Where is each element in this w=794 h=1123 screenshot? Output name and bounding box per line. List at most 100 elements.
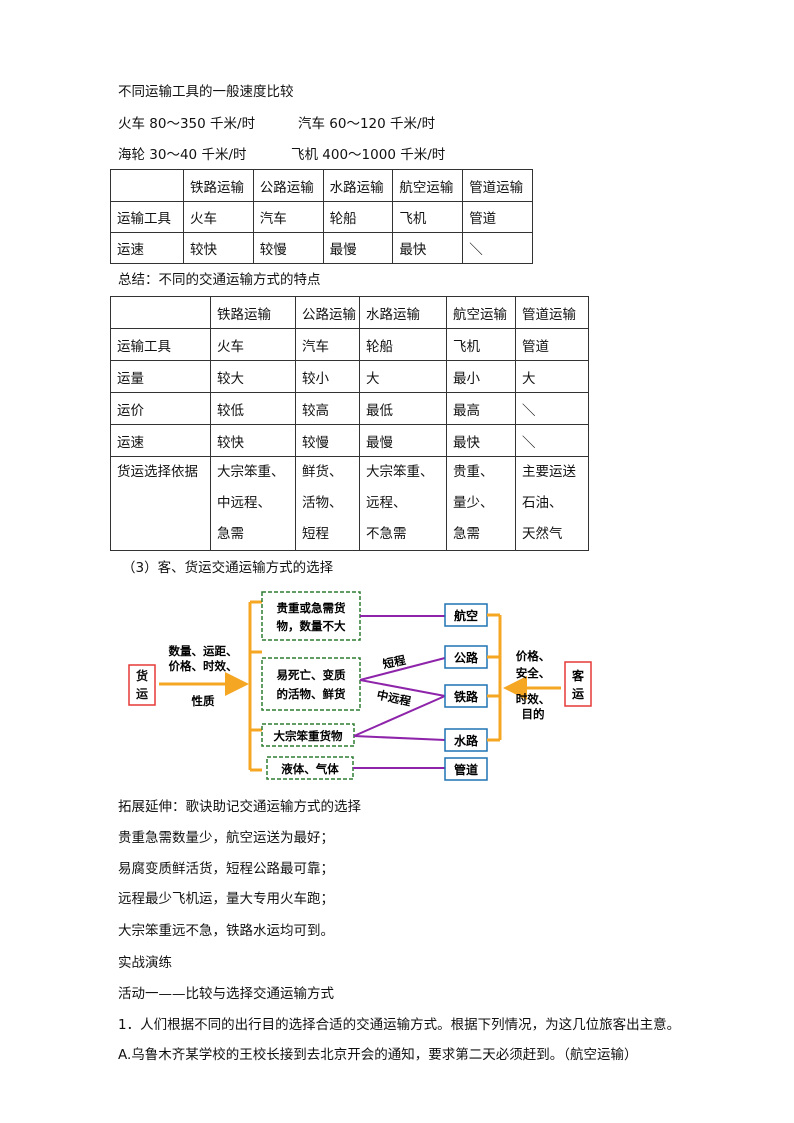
mid-distance-label: 中远程 bbox=[376, 688, 413, 709]
table-cell: 管道 bbox=[462, 201, 533, 233]
table-header-cell: 管道运输 bbox=[515, 296, 589, 329]
table-header-cell: 管道运输 bbox=[462, 169, 533, 202]
activity-title: 活动一——比较与选择交通运输方式 bbox=[118, 986, 334, 1002]
link-rail-perishable bbox=[359, 679, 446, 697]
speed-ship: 海轮 30～40 千米/时 bbox=[118, 147, 247, 163]
table-cell: 汽车 bbox=[295, 328, 360, 361]
table-cell: 大宗笨重、 远程、 不急需 bbox=[359, 456, 447, 551]
table-cell: 运输工具 bbox=[110, 328, 211, 361]
table-cell: 运输工具 bbox=[110, 201, 184, 233]
table-cell: 轮船 bbox=[359, 328, 447, 361]
table-row: 货运选择依据 大宗笨重、 中远程、 急需 鲜货、 活物、 短程 大宗笨重、 远程… bbox=[110, 456, 589, 551]
table-cell: 运速 bbox=[110, 424, 211, 457]
table-cell: 最快 bbox=[392, 232, 464, 264]
rhyme-line: 远程最少飞机运，量大专用火车跑； bbox=[118, 891, 334, 907]
table-cell: ＼ bbox=[515, 392, 589, 425]
table-cell: 飞机 bbox=[392, 201, 464, 233]
cargo-liquid-label: 液体、气体 bbox=[281, 762, 339, 776]
table-cell: 鲜货、 活物、 短程 bbox=[295, 456, 360, 551]
mode-road-label: 公路 bbox=[454, 650, 479, 665]
link-water bbox=[353, 735, 446, 741]
section3-title: （3）客、货运交通运输方式的选择 bbox=[122, 560, 334, 576]
table-row: 运输工具 火车 汽车 轮船 飞机 管道 bbox=[110, 201, 533, 233]
table-cell: 较慢 bbox=[295, 424, 360, 457]
table-header-cell: 铁路运输 bbox=[210, 296, 296, 329]
table-cell: 较快 bbox=[183, 232, 254, 264]
summary-title: 总结：不同的交通运输方式的特点 bbox=[118, 272, 321, 288]
passenger-criteria-4: 目的 bbox=[522, 707, 545, 721]
table-cell: ＼ bbox=[462, 232, 533, 264]
rhyme-line: 易腐变质鲜活货，短程公路最可靠； bbox=[118, 861, 334, 877]
table-cell: 货运选择依据 bbox=[110, 456, 211, 551]
table-header-cell: 铁路运输 bbox=[183, 169, 254, 202]
cargo-perishable-label: 易死亡、变质 bbox=[277, 668, 346, 682]
table-header-cell: 公路运输 bbox=[295, 296, 360, 329]
mode-pipeline-label: 管道 bbox=[454, 762, 478, 777]
freight-criteria-1: 数量、运距、 bbox=[169, 644, 238, 658]
cargo-valuable-label: 贵重或急需货 bbox=[277, 601, 346, 615]
table-cell: 运速 bbox=[110, 232, 184, 264]
table-header-cell: 水路运输 bbox=[322, 169, 394, 202]
speed-car: 汽车 60～120 千米/时 bbox=[298, 116, 436, 132]
mode-air-label: 航空 bbox=[454, 608, 478, 623]
table-cell: 贵重、 量少、 急需 bbox=[446, 456, 516, 551]
table-row: 运输工具 火车 汽车 轮船 飞机 管道 bbox=[110, 328, 589, 361]
rhyme-line: 贵重急需数量少，航空运送为最好； bbox=[118, 830, 334, 846]
cargo-bulk-label: 大宗笨重货物 bbox=[274, 729, 343, 743]
table-cell: 管道 bbox=[515, 328, 589, 361]
table-cell: 最低 bbox=[359, 392, 447, 425]
table-cell: 较高 bbox=[295, 392, 360, 425]
table-cell: ＼ bbox=[515, 424, 589, 457]
mode-rail-label: 铁路 bbox=[454, 689, 479, 704]
passenger-box-label: 客 bbox=[571, 668, 585, 683]
passenger-box-label-2: 运 bbox=[572, 687, 584, 701]
table-cell: 较快 bbox=[210, 424, 296, 457]
speed-plane: 飞机 400～1000 千米/时 bbox=[291, 147, 446, 163]
table-row: 运速 较快 较慢 最慢 最快 ＼ bbox=[110, 232, 533, 264]
table-row: 运速 较快 较慢 最慢 最快 ＼ bbox=[110, 424, 589, 457]
cargo-perishable-box bbox=[261, 657, 361, 711]
table-cell: 轮船 bbox=[322, 201, 394, 233]
cargo-perishable-label-2: 的活物、鲜货 bbox=[277, 687, 346, 701]
freight-criteria-2: 价格、时效、 bbox=[169, 659, 238, 673]
speed-comparison-title: 不同运输工具的一般速度比较 bbox=[118, 84, 294, 100]
rhyme-line: 大宗笨重远不急，铁路水运均可到。 bbox=[118, 923, 334, 939]
freight-box bbox=[128, 664, 156, 706]
freight-criteria-3: 性质 bbox=[192, 694, 215, 708]
mode-pipeline-box bbox=[444, 757, 488, 781]
mode-water-label: 水路 bbox=[454, 733, 479, 748]
table-row: 运价 较低 较高 最低 最高 ＼ bbox=[110, 392, 589, 425]
table-cell bbox=[110, 296, 211, 329]
speed-table: 铁路运输 公路运输 水路运输 航空运输 管道运输 运输工具 火车 汽车 轮船 飞… bbox=[110, 169, 533, 264]
passenger-box bbox=[564, 661, 592, 707]
link-rail-bulk bbox=[353, 695, 446, 737]
table-header-row: 铁路运输 公路运输 水路运输 航空运输 管道运输 bbox=[110, 169, 533, 202]
table-cell bbox=[110, 169, 184, 202]
freight-box-label-2: 运 bbox=[136, 687, 148, 701]
table-cell: 运价 bbox=[110, 392, 211, 425]
table-cell: 较小 bbox=[295, 360, 360, 393]
table-cell: 最小 bbox=[446, 360, 516, 393]
link-road bbox=[359, 657, 446, 681]
table-cell: 最慢 bbox=[359, 424, 447, 457]
table-header-row: 铁路运输 公路运输 水路运输 航空运输 管道运输 bbox=[110, 296, 589, 329]
speed-train: 火车 80～350 千米/时 bbox=[118, 116, 256, 132]
table-header-cell: 航空运输 bbox=[392, 169, 464, 202]
passenger-criteria-1: 价格、 bbox=[516, 649, 551, 663]
question-1a: A.乌鲁木齐某学校的王校长接到去北京开会的通知，要求第二天必须赶到。（航空运输） bbox=[118, 1047, 638, 1063]
table-header-cell: 航空运输 bbox=[446, 296, 516, 329]
table-row: 运量 较大 较小 大 最小 大 bbox=[110, 360, 589, 393]
practice-title: 实战演练 bbox=[118, 955, 172, 971]
table-cell: 主要运送 石油、 天然气 bbox=[515, 456, 589, 551]
table-cell: 最高 bbox=[446, 392, 516, 425]
cargo-valuable-label-2: 物，数量不大 bbox=[277, 619, 346, 633]
passenger-criteria-2: 安全、 bbox=[516, 666, 551, 680]
features-table: 铁路运输 公路运输 水路运输 航空运输 管道运输 运输工具 火车 汽车 轮船 飞… bbox=[110, 296, 589, 551]
extension-title: 拓展延伸：歌诀助记交通运输方式的选择 bbox=[118, 799, 361, 815]
table-cell: 最慢 bbox=[322, 232, 394, 264]
table-cell: 汽车 bbox=[252, 201, 324, 233]
table-header-cell: 公路运输 bbox=[252, 169, 324, 202]
table-header-cell: 水路运输 bbox=[359, 296, 447, 329]
table-cell: 火车 bbox=[183, 201, 254, 233]
table-cell: 最快 bbox=[446, 424, 516, 457]
